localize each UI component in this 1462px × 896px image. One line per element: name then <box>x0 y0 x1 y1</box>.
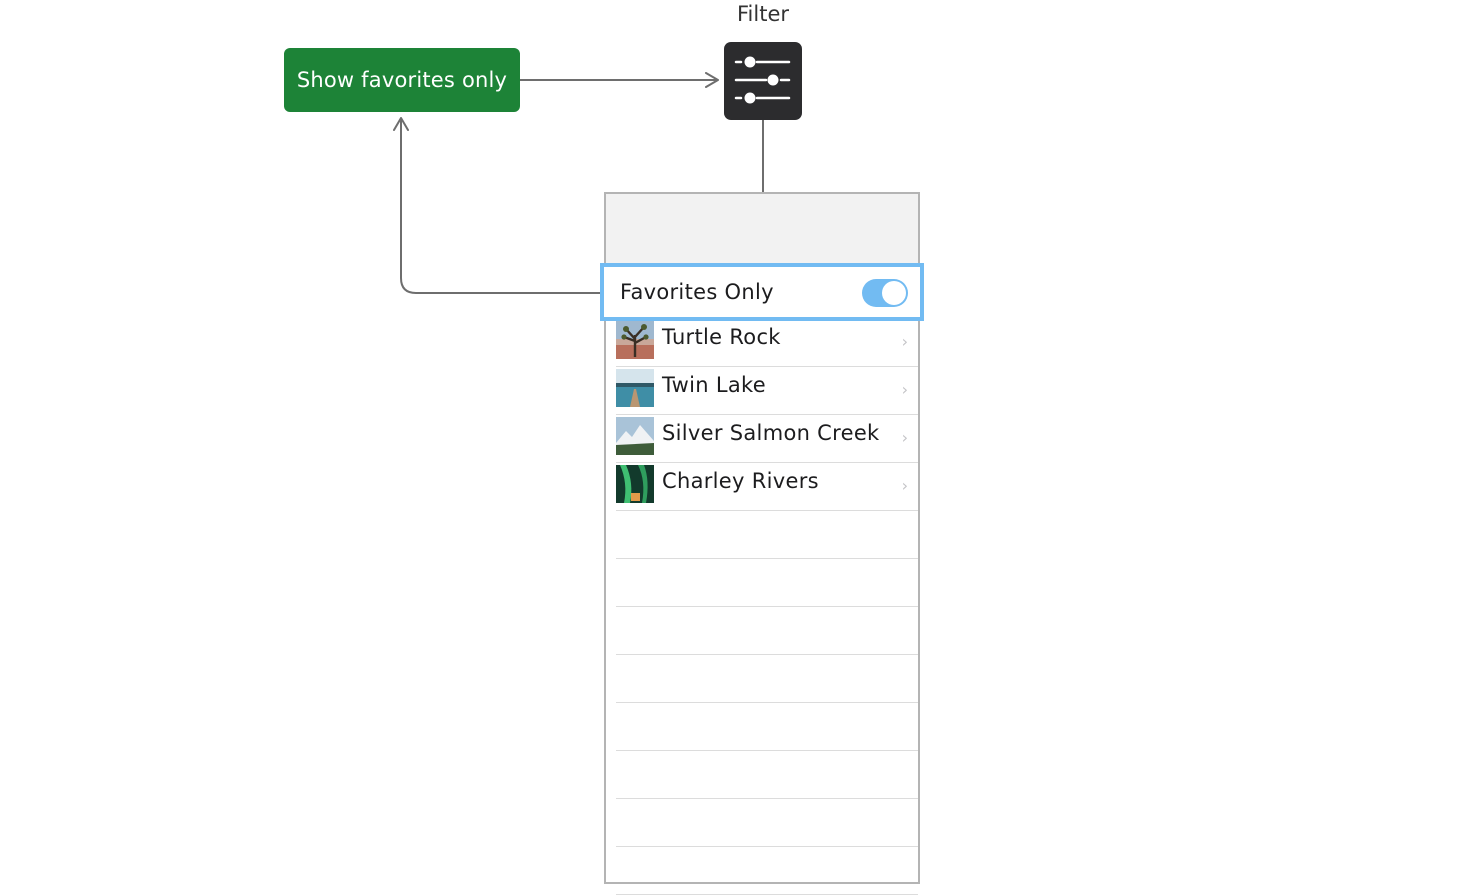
filter-label: Filter <box>736 2 789 26</box>
landmark-thumbnail-image <box>616 369 654 407</box>
landmark-name: Silver Salmon Creek <box>662 421 880 445</box>
landmark-name: Twin Lake <box>662 373 766 397</box>
empty-list-row <box>616 607 918 655</box>
landmark-row[interactable]: Turtle Rock › <box>616 319 918 367</box>
arrow-toggle-to-button <box>393 117 600 294</box>
chevron-right-icon: › <box>901 428 908 447</box>
navigation-bar <box>606 194 918 264</box>
toggle-knob <box>882 281 906 305</box>
sliders-icon <box>724 42 802 120</box>
landmark-row[interactable]: Twin Lake › <box>616 367 918 415</box>
landmark-name: Charley Rivers <box>662 469 819 493</box>
empty-list-row <box>616 703 918 751</box>
empty-list-row <box>616 511 918 559</box>
landmark-thumbnail-image <box>616 321 654 359</box>
empty-list-row <box>616 559 918 607</box>
landmark-name: Turtle Rock <box>662 325 781 349</box>
empty-list-row <box>616 655 918 703</box>
chevron-right-icon: › <box>901 476 908 495</box>
favorites-only-toggle[interactable] <box>862 279 908 307</box>
empty-list-row <box>616 751 918 799</box>
chevron-right-icon: › <box>901 332 908 351</box>
chevron-right-icon: › <box>901 380 908 399</box>
empty-list-row <box>616 799 918 847</box>
landmark-list: Turtle Rock › Twin Lake › Silver Salmon … <box>616 319 918 895</box>
show-favorites-only-button[interactable]: Show favorites only <box>284 48 520 112</box>
empty-list-row <box>616 847 918 895</box>
favorites-only-label: Favorites Only <box>620 280 774 304</box>
favorites-only-row[interactable]: Favorites Only <box>600 263 924 321</box>
landmark-thumbnail-image <box>616 465 654 503</box>
landmark-row[interactable]: Silver Salmon Creek › <box>616 415 918 463</box>
show-favorites-only-label: Show favorites only <box>296 68 508 92</box>
landmark-row[interactable]: Charley Rivers › <box>616 463 918 511</box>
landmark-thumbnail-image <box>616 417 654 455</box>
